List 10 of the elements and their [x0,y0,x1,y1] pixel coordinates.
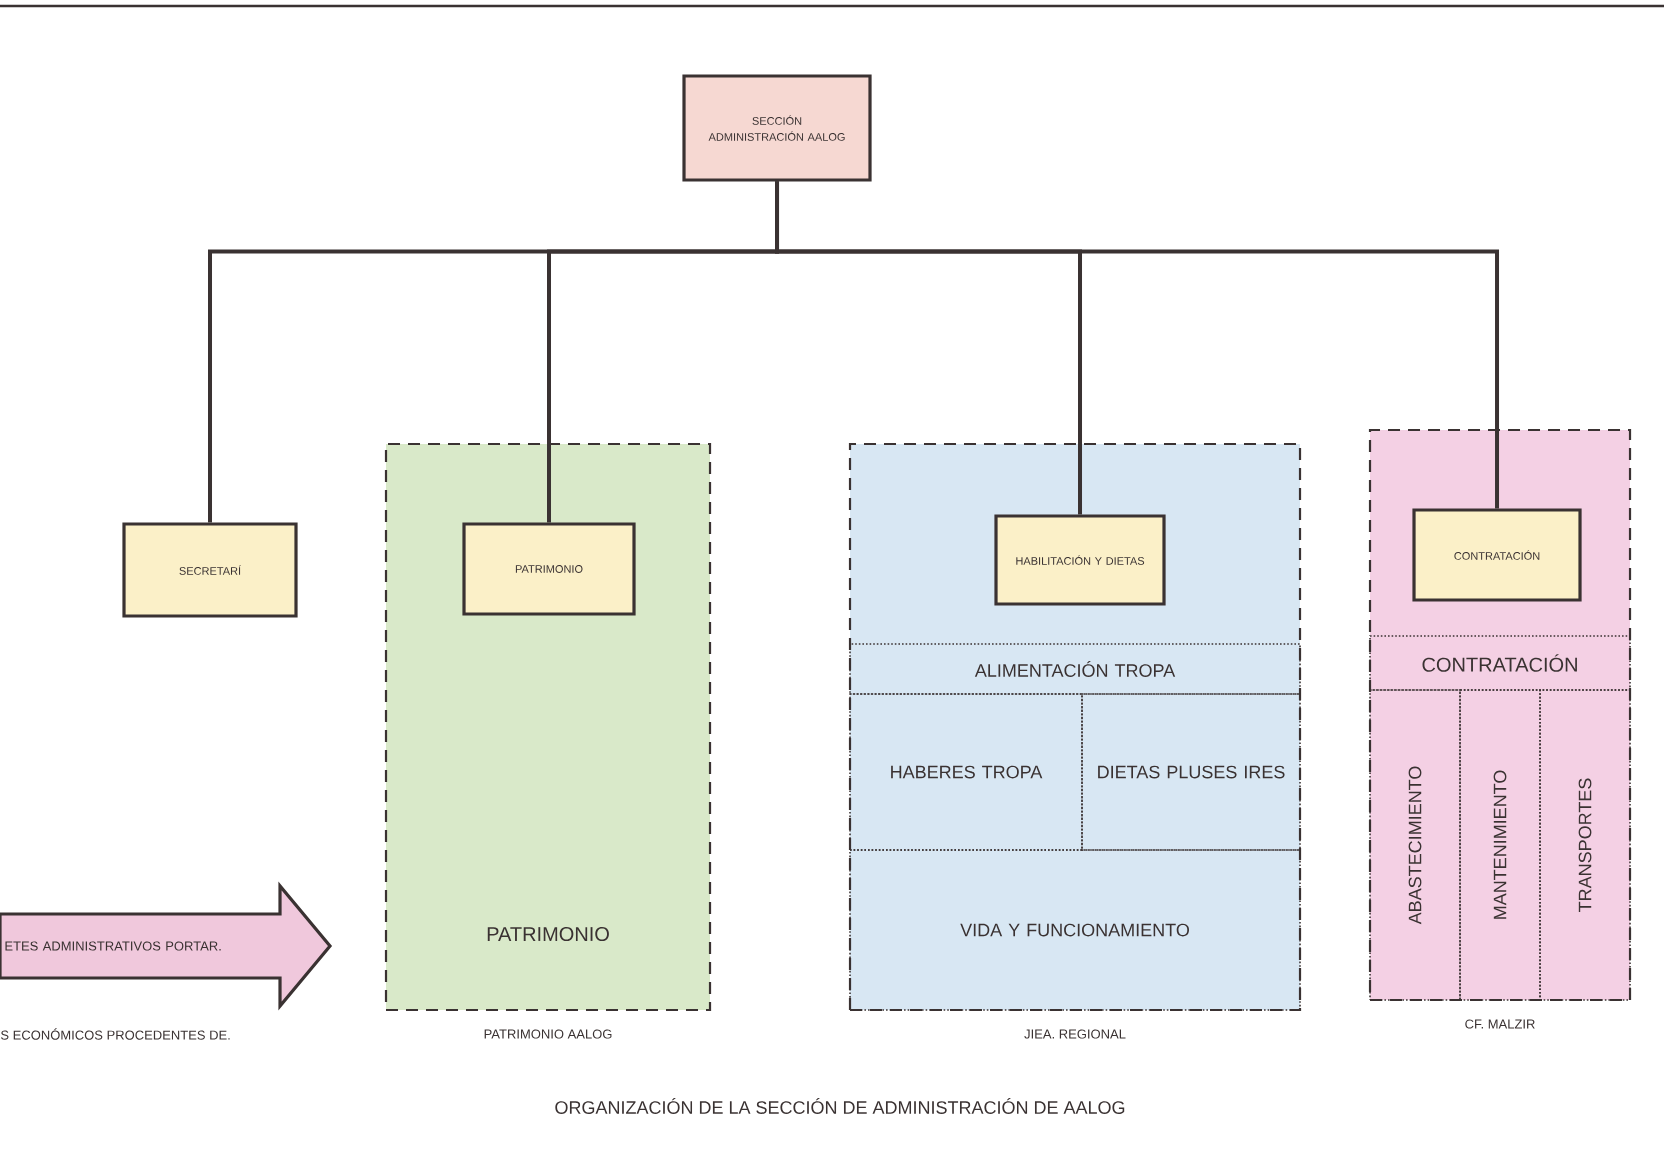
sub-unit-column: ABASTECIMIENTO [1369,689,1461,1001]
sub-unit-band: VIDA Y FUNCIONAMIENTO [849,849,1301,1011]
sub-unit-column: MANTENIMIENTO [1459,689,1541,1001]
sub-unit-column: TRANSPORTES [1539,689,1631,1001]
sub-unit-band: DIETAS PLUSES IRES [1081,693,1301,851]
sub-unit-band: HABERES TROPA [849,693,1083,851]
caption: ORGANIZACIÓN DE LA SECCIÓN DE ADMINISTRACIÓN DE AALOG [555,1098,1125,1114]
sub-unit-band: CONTRATACIÓN [1369,635,1631,691]
connector-line [775,181,1499,509]
sub-unit-band: ALIMENTACIÓN TROPA [849,643,1301,695]
